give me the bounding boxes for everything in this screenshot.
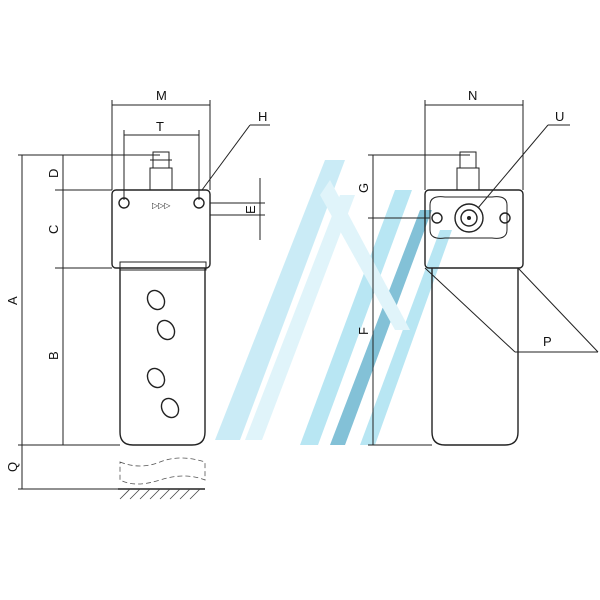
removal-clearance-outline <box>119 457 206 485</box>
sight-slot <box>156 319 176 341</box>
front-view: ▷▷▷ M T H D C E A B <box>5 88 270 500</box>
dim-label-p: P <box>543 334 552 349</box>
dim-label-a: A <box>5 296 20 305</box>
dim-label-t: T <box>156 119 164 134</box>
sight-slot <box>160 397 180 419</box>
dim-label-f: F <box>356 327 371 335</box>
dim-label-h: H <box>258 109 267 124</box>
dim-label-q: Q <box>5 462 20 472</box>
dim-label-e: E <box>243 205 258 214</box>
dim-label-d: D <box>46 169 61 178</box>
dim-label-b: B <box>46 351 61 360</box>
dim-label-n: N <box>468 88 477 103</box>
port <box>454 203 484 233</box>
gauge-stem <box>149 167 173 191</box>
watermark-logo <box>215 160 452 445</box>
sight-slot <box>146 367 166 389</box>
bowl <box>431 268 519 446</box>
ground-hatch <box>119 488 201 500</box>
bowl <box>119 268 206 446</box>
dim-label-m: M <box>156 88 167 103</box>
sight-slot <box>146 289 166 311</box>
dim-label-u: U <box>555 109 564 124</box>
dim-label-c: C <box>46 225 61 234</box>
side-view: N U G F P <box>356 88 599 446</box>
dim-label-g: G <box>356 183 371 193</box>
flow-arrow: ▷▷▷ <box>152 201 171 210</box>
